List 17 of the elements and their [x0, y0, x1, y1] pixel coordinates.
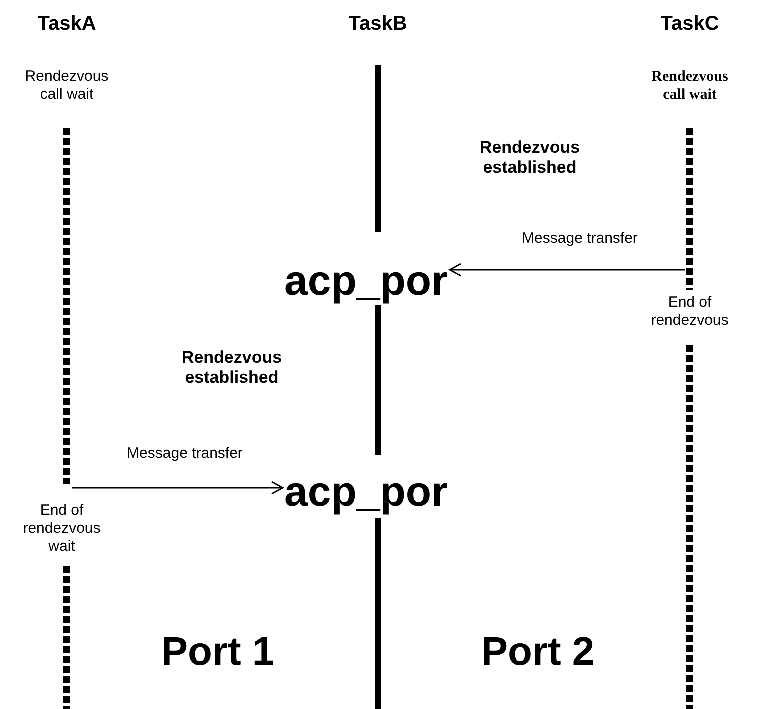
port-label: Port 2 [480, 629, 596, 676]
edge-label: Message transfer [522, 230, 638, 247]
message-arrow [72, 481, 284, 495]
state-label: Rendezvous call wait [650, 68, 730, 104]
state-label: Rendezvous established [478, 138, 582, 179]
state-label: End of rendezvous wait [22, 502, 102, 556]
edge-label: Message transfer [127, 445, 243, 462]
port-label: Port 1 [160, 629, 276, 676]
lifeline-title: TaskC [660, 12, 720, 36]
state-label: Rendezvous established [180, 348, 284, 389]
state-label: End of rendezvous [650, 294, 730, 330]
message-arrow [449, 263, 685, 277]
port-call-label: acp_por [284, 471, 448, 513]
port-call-label: acp_por [284, 260, 448, 302]
lifeline-title: TaskA [36, 12, 98, 36]
lifeline-title: TaskB [348, 12, 408, 36]
state-label: Rendezvous call wait [24, 68, 110, 104]
